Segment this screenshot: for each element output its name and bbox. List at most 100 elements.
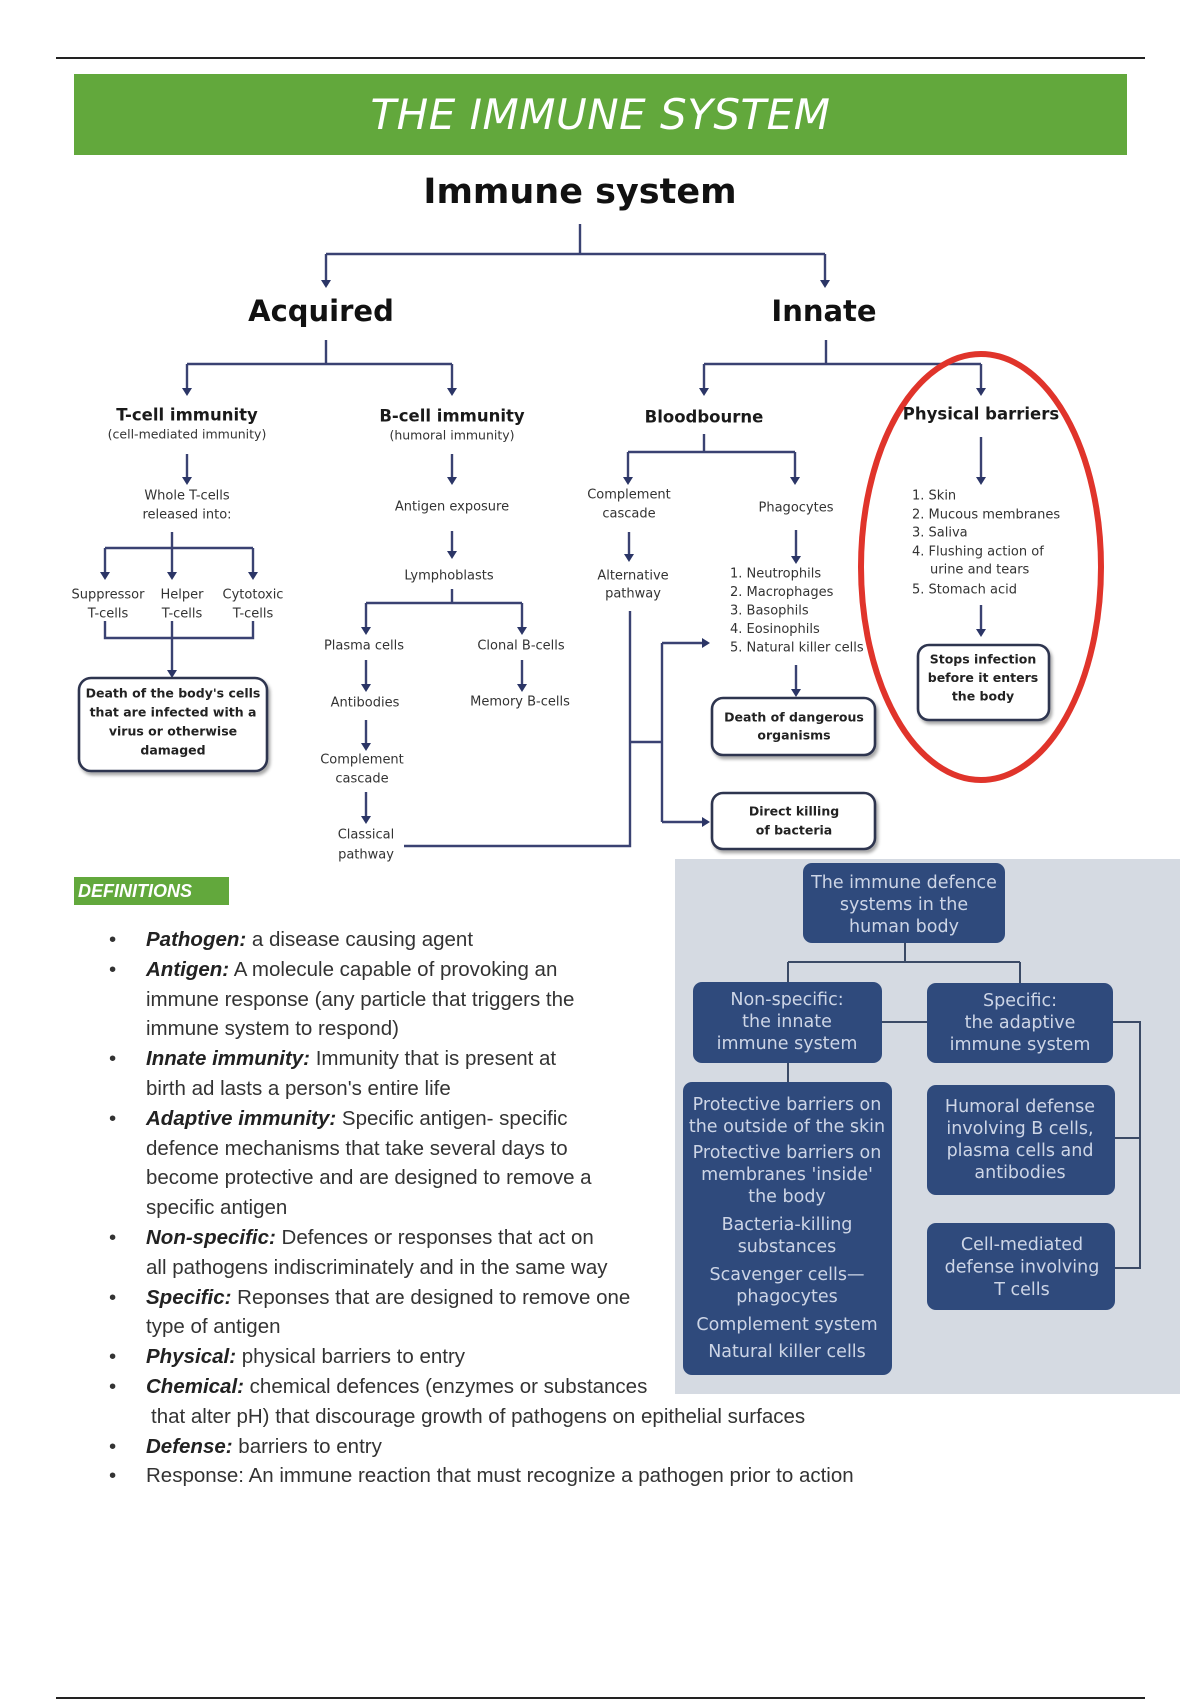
bcell-complement-line: cascade	[335, 772, 388, 787]
bullet-icon: •	[109, 1106, 117, 1130]
title-banner: THE IMMUNE SYSTEM	[74, 74, 1127, 155]
textbook-photo	[675, 859, 1180, 1394]
definition-text: specific antigen	[146, 1196, 288, 1220]
photo-innate-line: Complement system	[696, 1315, 877, 1335]
photo-nonspecific-line: Non-specific:	[730, 990, 843, 1010]
photo-innate-line: the outside of the skin	[689, 1117, 885, 1137]
physical-item: urine and tears	[930, 563, 1030, 578]
definition-text: Specific antigen- specific	[336, 1106, 568, 1130]
photo-innate-line: membranes 'inside'	[701, 1165, 873, 1185]
clonal-bcells: Clonal B-cells	[477, 639, 565, 654]
definition-term: Innate immunity:	[146, 1047, 311, 1071]
photo-cellmediated-box	[927, 1223, 1115, 1310]
definition-term: Specific:	[146, 1285, 232, 1309]
photo-cellmediated-line: defense involving	[945, 1258, 1100, 1278]
tcell-type-line: T-cells	[161, 607, 203, 622]
photo-cellmediated-line: Cell-mediated	[961, 1235, 1083, 1255]
definition-item: •Response: An immune reaction that must …	[0, 1461, 854, 1491]
diagram-connectors	[100, 224, 986, 848]
blood-complement-line: cascade	[602, 507, 655, 522]
photo-root-line: systems in the	[840, 895, 968, 915]
definition-term: Physical:	[146, 1345, 237, 1369]
photo-innate-line: phagocytes	[736, 1287, 837, 1307]
physical-outcome-line: Stops infection	[930, 652, 1037, 667]
lymphoblasts: Lymphoblasts	[404, 569, 494, 584]
photo-root-line: The immune defence	[810, 873, 997, 893]
physical-item: 1. Skin	[912, 489, 956, 504]
photo-specific-line: the adaptive	[965, 1013, 1076, 1033]
bcell-title: B-cell immunity	[379, 407, 525, 426]
tcell-outcome-line: virus or otherwise	[109, 724, 237, 739]
physical-item: 5. Stomach acid	[912, 583, 1017, 598]
photo-specific-box	[927, 983, 1113, 1063]
phagocyte-item-line: 1. Neutrophils	[730, 567, 821, 582]
dangerous-organisms-line: Death of dangerous	[724, 710, 864, 725]
photo-humoral-line: Humoral defense	[945, 1097, 1095, 1117]
tcell-subtitle: (cell-mediated immunity)	[108, 427, 267, 442]
bcell-subtitle: (humoral immunity)	[389, 428, 514, 443]
physical-item: 3. Saliva	[912, 526, 968, 541]
physical-item: 2. Mucous membranes	[912, 508, 1060, 523]
bullet-icon: •	[109, 928, 117, 951]
tcell-step-line: released into:	[142, 508, 231, 523]
definition-text: Reponses that are designed to remove one	[231, 1285, 631, 1309]
definition-text: become protective and are designed to re…	[146, 1166, 592, 1190]
alternative-pathway-line: pathway	[605, 587, 661, 602]
definition-term: Non-specific:	[146, 1225, 276, 1249]
photo-innate-list-box	[683, 1082, 892, 1375]
definition-term: Adaptive immunity:	[146, 1106, 337, 1130]
definition-term: Chemical:	[146, 1374, 244, 1398]
photo-innate-line: the body	[748, 1187, 826, 1207]
physical-item: 4. Flushing action of	[912, 545, 1044, 560]
photo-nonspecific-line: immune system	[717, 1034, 858, 1054]
definition-text: immune response (any particle that trigg…	[146, 987, 575, 1011]
definition-text: Defences or responses that act on	[275, 1225, 594, 1249]
tcell-type-line: T-cells	[232, 607, 274, 622]
direct-killing-line: of bacteria	[756, 823, 833, 838]
bullet-icon: •	[109, 957, 117, 981]
tcell-type-line: Suppressor	[72, 588, 146, 603]
definition-text: physical barriers to entry	[236, 1345, 466, 1369]
definition-item: •Pathogen: a disease causing agent	[0, 925, 854, 955]
definition-text: birth ad lasts a person's entire life	[146, 1076, 451, 1100]
photo-innate-line: Natural killer cells	[708, 1342, 866, 1362]
definition-item: • Physical: physical barriers to entry	[0, 1342, 854, 1372]
bullet-icon: •	[109, 1464, 117, 1488]
photo-root-box	[803, 863, 1005, 943]
definition-text: barriers to entry	[232, 1434, 382, 1458]
phagocyte-item-line: 5. Natural killer cells	[730, 641, 864, 656]
definition-item: • Antigen: A molecule capable of provokin…	[0, 955, 854, 1044]
photo-innate-line: Protective barriers on	[693, 1143, 882, 1163]
plasma-cells: Plasma cells	[324, 639, 404, 654]
page-title: THE IMMUNE SYSTEM	[370, 90, 831, 139]
direct-killing-line: Direct killing	[749, 804, 839, 819]
tcell-outcome-line: that are infected with a	[90, 705, 257, 720]
photo-innate-line: substances	[738, 1237, 837, 1257]
definition-item: •Non-specific: Defences or responses tha…	[0, 1223, 854, 1283]
physical-outcome-line: the body	[952, 689, 1014, 704]
definition-text: all pathogens indiscriminately and in th…	[146, 1255, 608, 1279]
antigen-exposure: Antigen exposure	[395, 500, 509, 515]
photo-innate-line: Protective barriers on	[693, 1095, 882, 1115]
physical-outcome-line: before it enters	[928, 670, 1039, 685]
definition-text: A molecule capable of provoking an	[229, 957, 558, 981]
definition-text: Immunity that is present at	[310, 1047, 557, 1071]
phagocytes: Phagocytes	[759, 501, 834, 516]
direct-killing-box	[710, 791, 877, 851]
bottom-rule	[56, 1697, 1145, 1699]
definition-text: a disease causing agent	[246, 928, 474, 951]
dangerous-organisms-box	[710, 696, 877, 757]
blood-complement-line: Complement	[587, 488, 671, 503]
tcell-type-line: Helper	[161, 588, 205, 603]
highlight-circle	[858, 351, 1104, 783]
definition-text: chemical defences (enzymes or substances	[243, 1374, 648, 1398]
top-rule	[56, 57, 1145, 59]
photo-nonspecific-box	[693, 982, 882, 1063]
phagocyte-item-line: 2. Macrophages	[730, 585, 834, 600]
definition-term: Antigen:	[146, 957, 230, 981]
photo-humoral-line: antibodies	[974, 1163, 1065, 1183]
photo-innate-line: Scavenger cells—	[709, 1265, 864, 1285]
antibodies: Antibodies	[331, 696, 400, 711]
bullet-icon: •	[109, 1345, 117, 1369]
